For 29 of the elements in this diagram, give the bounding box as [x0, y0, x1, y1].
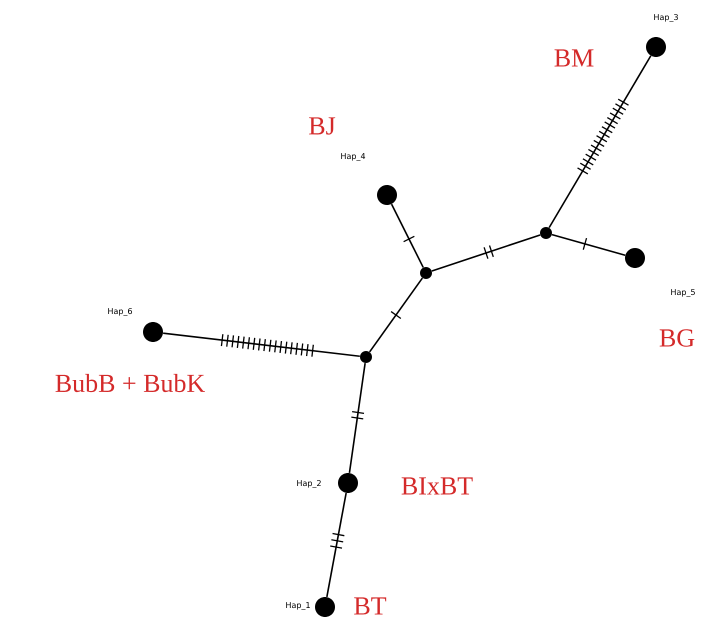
mutation-branch [390, 204, 424, 268]
haplotype-label: Hap_2 [297, 480, 321, 488]
group-label: BM [554, 49, 594, 67]
haplotype-label: Hap_5 [671, 289, 695, 297]
haplotype-label: Hap_6 [108, 308, 132, 316]
group-label: BJ [309, 117, 336, 135]
mutation-branch [163, 332, 360, 358]
group-label: BG [660, 329, 694, 347]
median-vector-dot [360, 350, 372, 363]
mutation-branch [552, 234, 626, 256]
haplotype-dot [646, 37, 666, 57]
haplotype-dot [338, 472, 358, 493]
haplotype-label: Hap_1 [286, 602, 310, 610]
mutation-branch [326, 492, 347, 598]
haplotype-label: Hap_3 [654, 14, 678, 22]
group-label: BIxBT [402, 477, 473, 495]
group-label: BT [354, 597, 386, 615]
mutation-branch [548, 55, 652, 228]
median-vector-dot [540, 227, 552, 239]
mutation-branch [432, 234, 540, 272]
haplotype-dot [315, 596, 335, 617]
mutation-branch [368, 278, 424, 352]
haplotype-dot [625, 248, 645, 268]
haplotype-dot [143, 322, 163, 342]
median-vector-dot [420, 266, 432, 279]
haplotype-label: Hap_4 [341, 153, 366, 161]
haplotype-dot [377, 185, 397, 205]
group-label: BubB + BubK [56, 374, 205, 392]
mutation-branch [348, 363, 366, 473]
